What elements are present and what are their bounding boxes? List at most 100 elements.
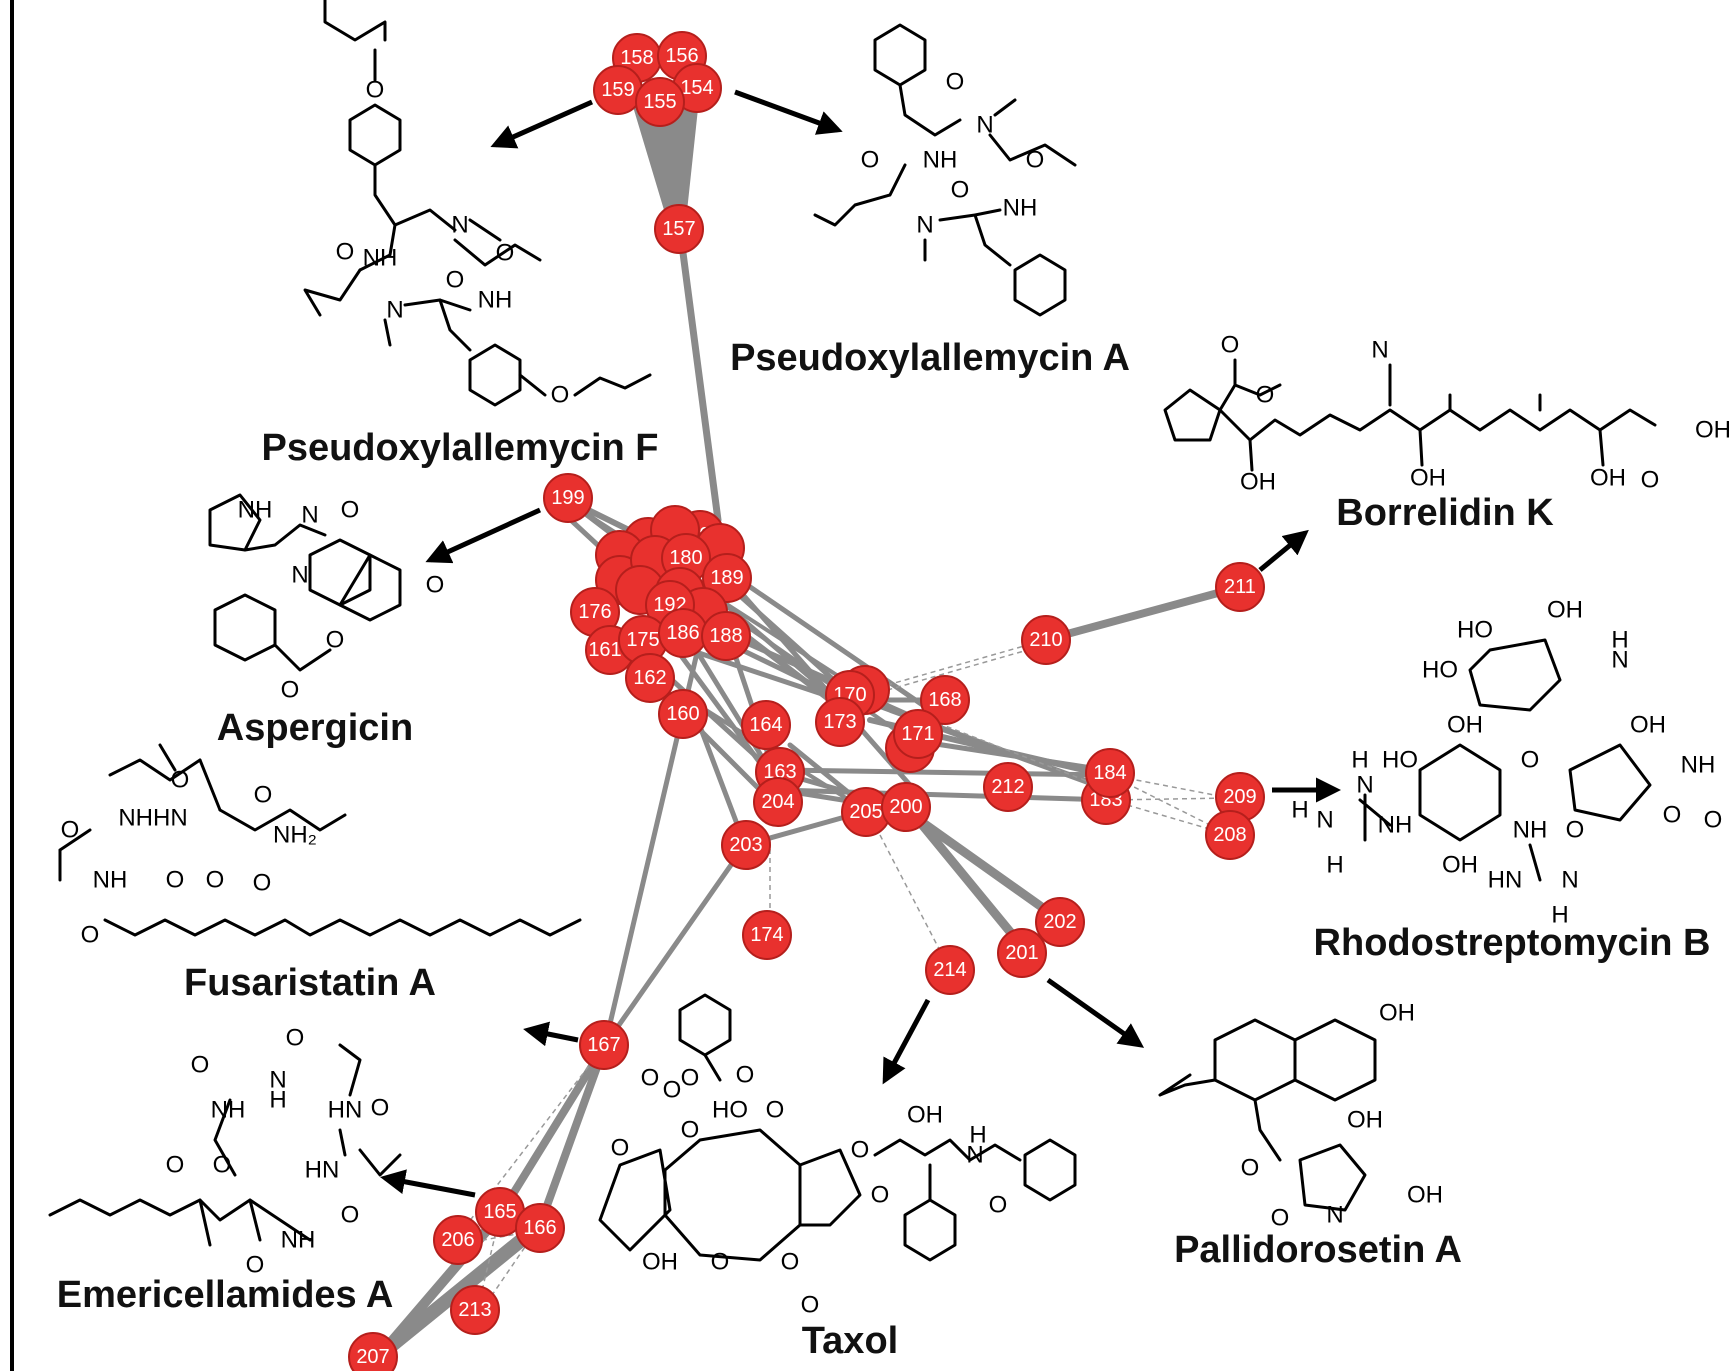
svg-text:O: O — [426, 572, 445, 599]
node-171[interactable]: 171 — [893, 709, 943, 759]
svg-text:O: O — [341, 1202, 360, 1229]
svg-text:O: O — [286, 1025, 305, 1052]
svg-text:O: O — [1221, 332, 1240, 359]
node-210[interactable]: 210 — [1021, 615, 1071, 665]
node-162[interactable]: 162 — [625, 653, 675, 703]
svg-text:O: O — [1641, 467, 1660, 494]
node-157[interactable]: 157 — [654, 204, 704, 254]
arrow-to-fusaristatin-a — [523, 1021, 579, 1047]
node-160[interactable]: 160 — [658, 689, 708, 739]
node-175[interactable]: 175 — [618, 615, 668, 665]
node-165[interactable]: 165 — [475, 1187, 525, 1237]
svg-text:O: O — [951, 177, 970, 204]
svg-text:173: 173 — [823, 711, 856, 733]
structure-taxol: O O O O O HO O O OH O O O O O OH H N O — [598, 993, 1077, 1319]
edge-157-cluster — [676, 226, 722, 524]
svg-text:H: H — [1291, 797, 1308, 824]
node-188[interactable]: 188 — [701, 611, 751, 661]
svg-text:155: 155 — [643, 91, 676, 113]
node-155[interactable]: 155 — [635, 77, 685, 127]
node-214[interactable]: 214 — [925, 945, 975, 995]
node-176[interactable]: 176 — [570, 587, 620, 637]
node-208[interactable]: 208 — [1205, 810, 1255, 860]
node-199[interactable]: 199 — [543, 473, 593, 523]
svg-text:171: 171 — [901, 723, 934, 745]
pointer-arrows — [380, 89, 1341, 1198]
svg-text:O: O — [246, 1252, 265, 1279]
svg-text:210: 210 — [1029, 629, 1062, 651]
svg-text:H: H — [969, 1122, 986, 1149]
arrow-to-taxol — [882, 998, 931, 1085]
svg-text:NH: NH — [363, 245, 398, 272]
svg-text:OH: OH — [1240, 469, 1276, 496]
structure-emericellamides-a: O NH H N O HN O O O HN O NH O — [48, 1025, 402, 1279]
node-154[interactable]: 154 — [672, 63, 722, 113]
node-212[interactable]: 212 — [983, 762, 1033, 812]
node-203[interactable]: 203 — [721, 820, 771, 870]
svg-text:NH: NH — [211, 1097, 246, 1124]
node-204[interactable]: 204 — [753, 777, 803, 827]
svg-text:OH: OH — [1695, 417, 1731, 444]
svg-text:N: N — [976, 112, 993, 139]
node-206[interactable]: 206 — [433, 1215, 483, 1265]
structure-pseudoxylallemycin-f: O N NH O N NH O O O — [303, 0, 652, 409]
node-173[interactable]: 173 — [815, 697, 865, 747]
node-205[interactable]: 205 — [841, 787, 891, 837]
node-207[interactable]: 207 — [348, 1332, 398, 1371]
svg-text:N: N — [269, 1067, 286, 1094]
node-213[interactable]: 213 — [450, 1285, 500, 1335]
svg-text:O: O — [166, 1152, 185, 1179]
node-166[interactable]: 166 — [515, 1203, 565, 1253]
label-pseudoxylallemycin-f: Pseudoxylallemycin F — [261, 427, 658, 469]
svg-text:211: 211 — [1224, 576, 1256, 598]
svg-text:162: 162 — [633, 667, 666, 689]
svg-text:O: O — [496, 240, 515, 267]
node-159[interactable]: 159 — [593, 65, 643, 115]
svg-text:O: O — [946, 69, 965, 96]
svg-text:156: 156 — [665, 45, 698, 67]
node-167[interactable]: 167 — [579, 1020, 629, 1070]
svg-text:O: O — [1271, 1205, 1290, 1232]
svg-text:OH: OH — [1447, 712, 1483, 739]
node-202[interactable]: 202 — [1035, 897, 1085, 947]
node-189[interactable]: 189 — [702, 553, 752, 603]
node-184[interactable]: 184 — [1085, 748, 1135, 798]
svg-text:NH: NH — [93, 867, 128, 894]
svg-text:HO: HO — [1457, 617, 1493, 644]
svg-text:OH: OH — [1379, 1000, 1415, 1027]
svg-text:NH: NH — [238, 497, 273, 524]
svg-text:OH: OH — [1630, 712, 1666, 739]
svg-text:NH: NH — [1378, 812, 1413, 839]
label-pseudoxylallemycin-a: Pseudoxylallemycin A — [730, 337, 1130, 379]
node-174[interactable]: 174 — [742, 910, 792, 960]
svg-text:189: 189 — [710, 567, 743, 589]
node-164[interactable]: 164 — [741, 700, 791, 750]
svg-text:H: H — [1351, 747, 1368, 774]
node-201[interactable]: 201 — [997, 928, 1047, 978]
svg-text:206: 206 — [441, 1229, 474, 1251]
node-168[interactable]: 168 — [920, 675, 970, 725]
svg-text:O: O — [1256, 382, 1275, 409]
svg-text:O: O — [366, 77, 385, 104]
node-209[interactable]: 209 — [1215, 772, 1265, 822]
svg-text:O: O — [641, 1065, 660, 1092]
svg-text:N: N — [1611, 647, 1628, 674]
svg-text:HO: HO — [1382, 747, 1418, 774]
svg-text:212: 212 — [991, 776, 1024, 798]
node-186[interactable]: 186 — [658, 608, 708, 658]
arrow-to-borrelidin-k — [1258, 529, 1309, 572]
node-200[interactable]: 200 — [881, 782, 931, 832]
svg-text:O: O — [371, 1095, 390, 1122]
svg-text:N: N — [451, 212, 468, 239]
svg-text:OH: OH — [907, 1102, 943, 1129]
svg-text:N: N — [1356, 772, 1373, 799]
svg-text:O: O — [1241, 1155, 1260, 1182]
node-211[interactable]: 211 — [1215, 562, 1265, 612]
svg-text:O: O — [254, 782, 273, 809]
svg-text:205: 205 — [849, 801, 882, 823]
svg-text:N: N — [386, 297, 403, 324]
svg-text:184: 184 — [1093, 762, 1126, 784]
svg-text:HN: HN — [305, 1157, 340, 1184]
svg-text:N: N — [1316, 807, 1333, 834]
svg-text:OH: OH — [1407, 1182, 1443, 1209]
